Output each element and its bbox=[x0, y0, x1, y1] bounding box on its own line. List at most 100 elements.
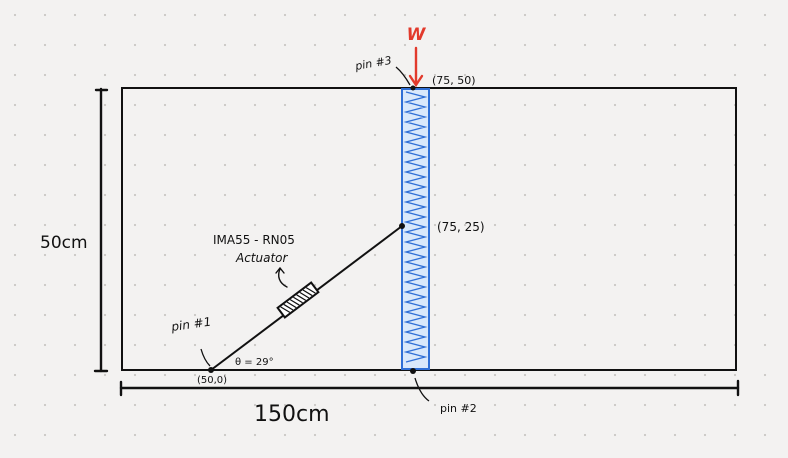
grid-dot bbox=[73, 403, 77, 407]
grid-dot bbox=[103, 403, 107, 407]
grid-dot bbox=[193, 43, 197, 47]
actuator-body bbox=[276, 281, 320, 319]
grid-dot bbox=[493, 403, 497, 407]
width-dimension-label: 150cm bbox=[254, 402, 330, 427]
grid-dot bbox=[193, 133, 197, 137]
grid-dot bbox=[43, 223, 47, 227]
grid-dot bbox=[673, 13, 677, 17]
grid-dot bbox=[673, 223, 677, 227]
grid-dot bbox=[763, 403, 767, 407]
grid-dot bbox=[313, 343, 317, 347]
grid-dot bbox=[193, 283, 197, 287]
grid-dot bbox=[223, 163, 227, 167]
grid-dot bbox=[463, 223, 467, 227]
grid-dot bbox=[103, 433, 107, 437]
grid-dot bbox=[163, 343, 167, 347]
grid-dot bbox=[403, 43, 407, 47]
grid-dot bbox=[373, 373, 377, 377]
grid-dot bbox=[643, 343, 647, 347]
grid-dot bbox=[313, 373, 317, 377]
grid-dot bbox=[73, 343, 77, 347]
grid-dot bbox=[583, 163, 587, 167]
grid-dot bbox=[523, 253, 527, 257]
mid-coordinate-label: (75, 25) bbox=[437, 220, 485, 234]
grid-dot bbox=[433, 223, 437, 227]
grid-dot bbox=[733, 373, 737, 377]
grid-dot bbox=[253, 223, 257, 227]
grid-dot bbox=[103, 343, 107, 347]
pin2-leader bbox=[414, 377, 430, 402]
grid-dot bbox=[613, 283, 617, 287]
grid-dot bbox=[193, 73, 197, 77]
grid-dot bbox=[13, 343, 17, 347]
grid-dot bbox=[373, 253, 377, 257]
grid-dot bbox=[643, 193, 647, 197]
grid-dot bbox=[43, 133, 47, 137]
grid-dot bbox=[103, 253, 107, 257]
grid-dot bbox=[763, 73, 767, 77]
grid-dot bbox=[133, 13, 137, 17]
grid-dot bbox=[193, 223, 197, 227]
grid-dot bbox=[223, 283, 227, 287]
grid-dot bbox=[163, 73, 167, 77]
grid-dot bbox=[703, 133, 707, 137]
grid-dot bbox=[733, 43, 737, 47]
grid-dot bbox=[493, 193, 497, 197]
grid-dot bbox=[613, 193, 617, 197]
actuator-top-pin-dot bbox=[399, 223, 405, 229]
grid-dot bbox=[433, 433, 437, 437]
grid-dot bbox=[343, 163, 347, 167]
grid-dot bbox=[253, 13, 257, 17]
grid-dot bbox=[763, 133, 767, 137]
grid-dot bbox=[613, 133, 617, 137]
grid-dot bbox=[763, 103, 767, 107]
grid-dot bbox=[523, 283, 527, 287]
grid-dot bbox=[433, 313, 437, 317]
grid-dot bbox=[673, 343, 677, 347]
spring-column bbox=[401, 88, 430, 370]
grid-dot bbox=[523, 133, 527, 137]
grid-dot bbox=[553, 73, 557, 77]
grid-dot bbox=[523, 403, 527, 407]
grid-dot bbox=[433, 403, 437, 407]
grid-dot bbox=[133, 163, 137, 167]
grid-dot bbox=[223, 253, 227, 257]
grid-dot bbox=[583, 433, 587, 437]
grid-dot bbox=[463, 133, 467, 137]
grid-dot bbox=[133, 433, 137, 437]
grid-dot bbox=[613, 373, 617, 377]
grid-dot bbox=[583, 103, 587, 107]
grid-dot bbox=[313, 223, 317, 227]
grid-dot bbox=[13, 223, 17, 227]
pin2-dot bbox=[410, 368, 416, 374]
grid-dot bbox=[13, 283, 17, 287]
grid-dot bbox=[133, 43, 137, 47]
grid-dot bbox=[43, 373, 47, 377]
grid-dot bbox=[283, 223, 287, 227]
grid-dot bbox=[193, 193, 197, 197]
grid-dot bbox=[133, 313, 137, 317]
grid-dot bbox=[373, 283, 377, 287]
grid-dot bbox=[553, 43, 557, 47]
grid-dot bbox=[73, 163, 77, 167]
grid-dot bbox=[283, 433, 287, 437]
grid-dot bbox=[703, 193, 707, 197]
grid-dot bbox=[223, 43, 227, 47]
grid-dot bbox=[523, 193, 527, 197]
grid-dot bbox=[463, 103, 467, 107]
grid-dot bbox=[343, 313, 347, 317]
grid-dot bbox=[133, 253, 137, 257]
grid-dot bbox=[103, 223, 107, 227]
grid-dot bbox=[673, 433, 677, 437]
grid-dot bbox=[253, 253, 257, 257]
grid-dot bbox=[73, 193, 77, 197]
grid-dot bbox=[253, 403, 257, 407]
grid-dot bbox=[523, 373, 527, 377]
grid-dot bbox=[763, 253, 767, 257]
grid-dot bbox=[313, 43, 317, 47]
grid-dot bbox=[313, 163, 317, 167]
grid-dot bbox=[583, 283, 587, 287]
grid-dot bbox=[613, 253, 617, 257]
grid-dot bbox=[493, 133, 497, 137]
grid-dot bbox=[283, 403, 287, 407]
